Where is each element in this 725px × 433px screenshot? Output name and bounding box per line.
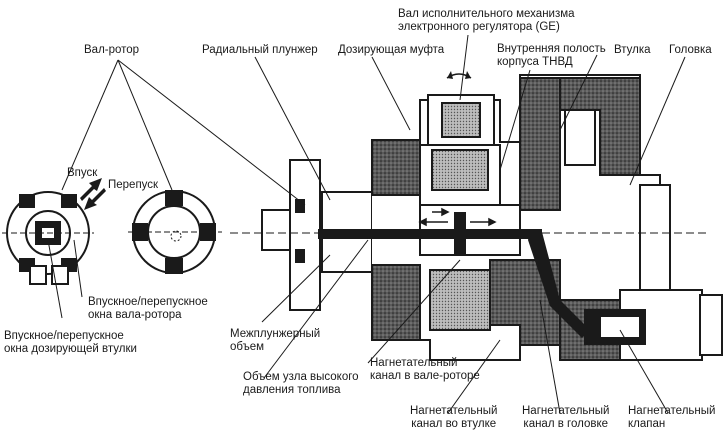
label-head-channel: Нагнетательный канал в головке bbox=[522, 405, 610, 430]
label-sleeve-ports: Впускное/перепускное окна дозирующей вту… bbox=[4, 330, 137, 355]
rotor-cross-section bbox=[2, 191, 94, 285]
label-inlet: Впуск bbox=[67, 167, 98, 179]
flow-arrows bbox=[418, 207, 497, 227]
label-head: Головка bbox=[669, 44, 712, 56]
label-rotor-ports: Впускное/перепускное окна вала-ротора bbox=[88, 296, 208, 321]
leader-lines bbox=[47, 34, 686, 414]
label-rotor-channel: Нагнетательный канал в вале-роторе bbox=[370, 357, 480, 382]
sleeve-cross-section bbox=[128, 190, 222, 274]
label-interplunger-volume: Межплунжерный объем bbox=[230, 328, 321, 353]
rotor-shaft bbox=[318, 212, 590, 338]
label-sleeve: Втулка bbox=[614, 44, 651, 56]
label-delivery-valve: Нагнетательный клапан bbox=[628, 405, 716, 430]
inlet-arrow bbox=[80, 178, 102, 201]
label-sleeve-channel: Нагнетательный канал во втулке bbox=[410, 405, 498, 430]
label-metering-sleeve: Дозирующая муфта bbox=[338, 44, 445, 56]
label-bypass: Перепуск bbox=[108, 179, 159, 191]
label-rotor-shaft: Вал-ротор bbox=[84, 44, 140, 56]
label-hp-volume: Объем узла высокого давления топлива bbox=[243, 371, 359, 396]
label-ge-shaft: Вал исполнительного механизма электронно… bbox=[398, 8, 575, 33]
label-inner-cavity: Внутренняя полость корпуса ТНВД bbox=[497, 43, 606, 68]
pump-body bbox=[261, 74, 723, 361]
bypass-arrow bbox=[84, 188, 106, 210]
label-radial-plunger: Радиальный плунжер bbox=[202, 44, 318, 56]
